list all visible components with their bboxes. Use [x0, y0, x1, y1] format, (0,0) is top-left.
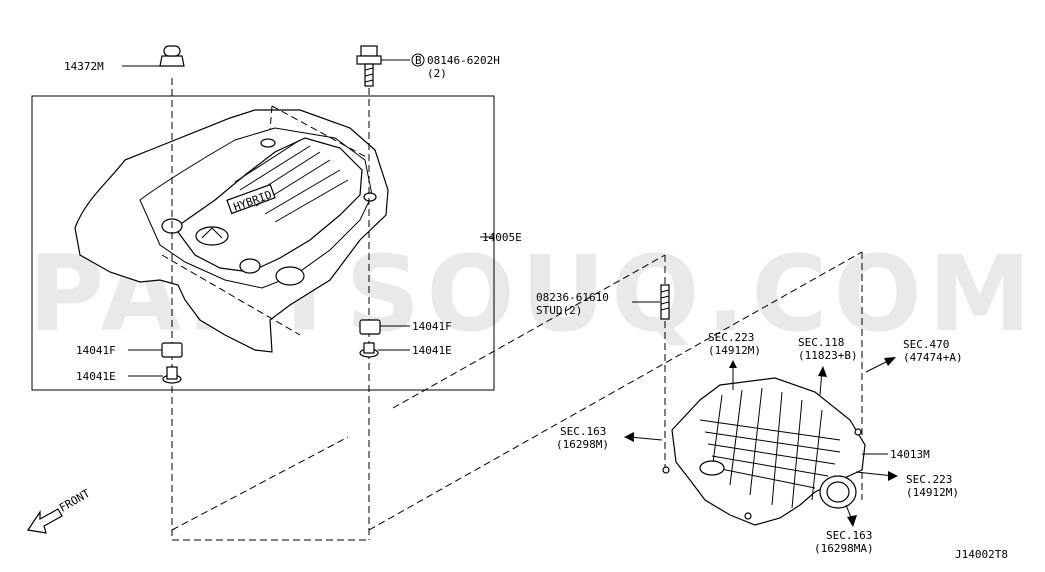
- intake-manifold-part[interactable]: [662, 377, 866, 526]
- callout-14013m: 14013M: [890, 448, 930, 461]
- callout-sec223-top: SEC.223: [708, 331, 754, 344]
- callout-sec163-left-ref: (16298M): [556, 438, 609, 451]
- callout-sec163-bottom: SEC.163: [826, 529, 872, 542]
- callout-sec223-top-ref: (14912M): [708, 344, 761, 357]
- callout-sec223-right: SEC.223: [906, 473, 952, 486]
- engine-cover-part[interactable]: HYBRID: [74, 109, 389, 353]
- callout-stud-code: 08236-61610: [536, 291, 609, 304]
- stud-08236-icon[interactable]: [660, 284, 670, 320]
- callout-sec163-left: SEC.163: [560, 425, 606, 438]
- front-label: FRONT: [57, 487, 93, 515]
- callout-sec470: SEC.470: [903, 338, 949, 351]
- callout-sec118-ref: (11823+B): [798, 349, 858, 362]
- arrow-sec223-top-icon: [729, 360, 737, 368]
- callout-sec118: SEC.118: [798, 336, 844, 349]
- callout-14005e: 14005E: [482, 231, 522, 244]
- callout-14041f-right: 14041F: [412, 320, 452, 333]
- callout-sec163-bottom-ref: (16298MA): [814, 542, 874, 555]
- infiniti-logo-icon: [195, 226, 229, 246]
- callout-14372m: 14372M: [64, 60, 104, 73]
- callout-sec223-right-ref: (14912M): [906, 486, 959, 499]
- callout-bolt-qty: (2): [427, 67, 447, 80]
- bolt-08146-icon[interactable]: [356, 45, 382, 87]
- engine-cover-frame: [31, 95, 495, 391]
- collar-14041e-right-icon[interactable]: [359, 342, 379, 358]
- callout-bolt-code: 08146-6202H: [427, 54, 500, 67]
- arrow-sec163-bottom-icon: [847, 515, 857, 527]
- bolt-b-circle-icon: [411, 53, 425, 67]
- collar-14041e-left-icon[interactable]: [162, 366, 182, 384]
- bolt-circle-letter: B: [415, 54, 422, 67]
- nut-14372m-icon[interactable]: [159, 45, 185, 67]
- callout-14041f-left: 14041F: [76, 344, 116, 357]
- callout-stud-qty: STUD(2): [536, 304, 582, 317]
- diagram-code: J14002T8: [955, 548, 1008, 561]
- grommet-14041f-left-icon[interactable]: [161, 342, 183, 358]
- front-arrow-icon: [26, 508, 63, 534]
- arrow-sec163-left-icon: [624, 432, 634, 442]
- arrow-sec118-icon: [818, 366, 827, 377]
- callout-14041e-left: 14041E: [76, 370, 116, 383]
- callout-14041e-right: 14041E: [412, 344, 452, 357]
- arrow-sec223-right-icon: [888, 471, 898, 481]
- arrow-sec470-icon: [884, 357, 896, 366]
- callout-sec470-ref: (47474+A): [903, 351, 963, 364]
- grommet-14041f-right-icon[interactable]: [359, 319, 381, 335]
